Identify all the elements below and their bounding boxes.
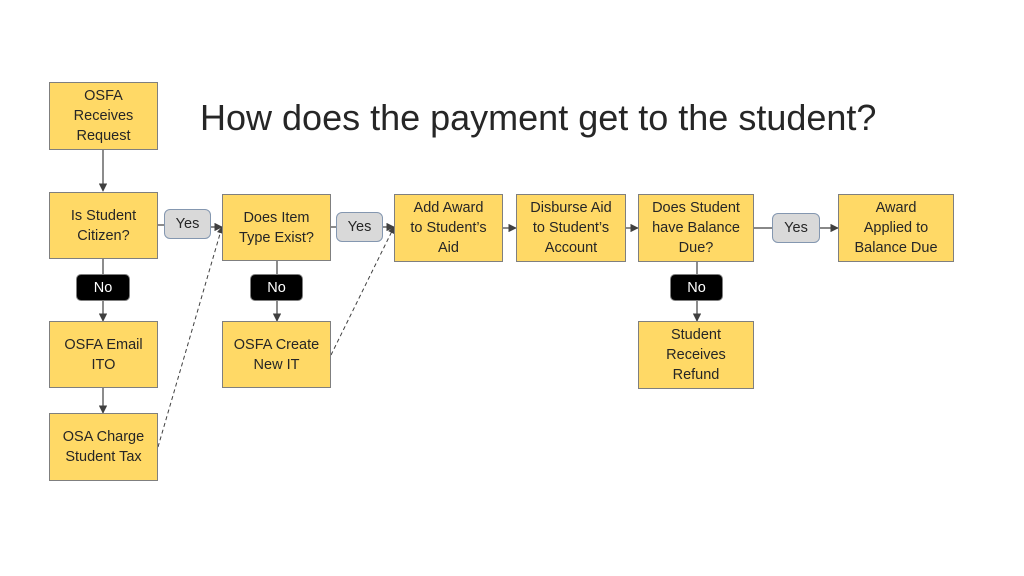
no-label-citizen: No (76, 274, 130, 301)
yes-label-balance: Yes (772, 213, 820, 243)
node-add-award: Add Award to Student’s Aid (394, 194, 503, 262)
no-label-balance: No (670, 274, 723, 301)
node-award-applied-to-balance-due: Award Applied to Balance Due (838, 194, 954, 262)
node-is-student-citizen: Is Student Citizen? (49, 192, 158, 259)
node-osa-charge-student-tax: OSA Charge Student Tax (49, 413, 158, 481)
node-osfa-receives-request: OSFA Receives Request (49, 82, 158, 150)
node-disburse-aid: Disburse Aid to Student’s Account (516, 194, 626, 262)
node-student-receives-refund: Student Receives Refund (638, 321, 754, 389)
connector-create-it-to-add-award-dashed (330, 226, 395, 356)
yes-label-item-type: Yes (336, 212, 383, 242)
node-does-item-type-exist: Does Item Type Exist? (222, 194, 331, 261)
no-label-item-type: No (250, 274, 303, 301)
yes-label-citizen: Yes (164, 209, 211, 239)
node-osfa-create-new-it: OSFA Create New IT (222, 321, 331, 388)
connector-charge-to-item-type-dashed (157, 226, 224, 448)
page-title: How does the payment get to the student? (200, 97, 877, 138)
node-does-student-have-balance-due: Does Student have Balance Due? (638, 194, 754, 262)
node-osfa-email-ito: OSFA Email ITO (49, 321, 158, 388)
